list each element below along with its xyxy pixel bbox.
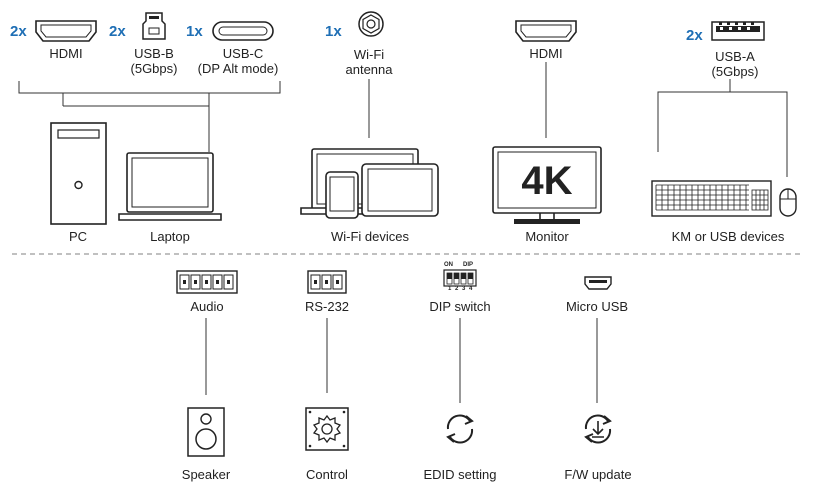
usb-b-port-icon <box>142 12 166 40</box>
hdmi-in-label: HDMI <box>49 46 83 61</box>
dip-number-4: 4 <box>469 286 473 292</box>
usb-a-label: USB-A <box>715 49 755 64</box>
rs232-terminal-block-icon <box>307 270 347 294</box>
laptop-icon <box>118 152 222 221</box>
usb-a-connector-line <box>657 79 788 177</box>
input-bracket-line <box>18 81 281 94</box>
micro-usb-label: Micro USB <box>565 299 629 314</box>
wifi-antenna-count: 1x <box>325 23 342 40</box>
hdmi-out-label: HDMI <box>529 46 563 61</box>
wifi-antenna-label: Wi-Fi <box>353 47 385 62</box>
edid-refresh-icon <box>446 414 474 444</box>
monitor-label: Monitor <box>525 229 569 244</box>
audio-label: Audio <box>190 299 224 314</box>
wifi-devices-icon <box>300 148 439 219</box>
usb-a-count: 2x <box>686 27 703 44</box>
mouse-icon <box>779 188 797 217</box>
audio-terminal-block-icon <box>176 270 238 294</box>
pc-label: PC <box>68 229 88 244</box>
dip-number-1: 1 <box>448 286 452 292</box>
edid-setting-label: EDID setting <box>423 467 497 482</box>
usb-b-sublabel: (5Gbps) <box>130 61 178 76</box>
fw-update-label: F/W update <box>564 467 632 482</box>
keyboard-icon <box>651 180 772 217</box>
usb-b-count: 2x <box>109 23 126 40</box>
hdmi-port-icon <box>35 20 97 42</box>
km-usb-devices-label: KM or USB devices <box>671 229 785 244</box>
hdmi-in-count: 2x <box>10 23 27 40</box>
usb-a-port-icon <box>711 21 765 41</box>
monitor-4k-text: 4K <box>521 159 573 203</box>
laptop-label: Laptop <box>150 229 190 244</box>
usb-a-sublabel: (5Gbps) <box>711 64 759 79</box>
dip-switch-icon: ON DIP 1 2 3 4 <box>443 262 477 294</box>
usb-c-port-icon <box>212 21 274 41</box>
rs232-label: RS-232 <box>304 299 350 314</box>
hdmi-out-port-icon <box>515 20 577 42</box>
pc-tower-icon <box>50 122 107 225</box>
wifi-devices-label: Wi-Fi devices <box>330 229 409 244</box>
usb-c-label: USB-C <box>222 46 264 61</box>
firmware-update-icon <box>584 414 612 444</box>
dip-on-label: ON <box>444 262 453 268</box>
monitor-icon <box>492 146 602 224</box>
speaker-label: Speaker <box>181 467 231 482</box>
wifi-antenna-sublabel: antenna <box>345 62 393 77</box>
wifi-antenna-port-icon <box>358 11 384 37</box>
micro-usb-port-icon <box>584 276 612 290</box>
usb-c-count: 1x <box>186 23 203 40</box>
laptop-connector-line <box>63 93 210 152</box>
control-label: Control <box>306 467 348 482</box>
usb-b-label: USB-B <box>134 46 174 61</box>
usb-c-sublabel: (DP Alt mode) <box>197 61 279 76</box>
dip-switch-label: DIP switch <box>429 299 491 314</box>
speaker-icon <box>187 407 225 457</box>
dip-dip-label: DIP <box>463 262 474 268</box>
control-icon <box>305 407 349 451</box>
dip-number-3: 3 <box>462 286 466 292</box>
dip-number-2: 2 <box>455 286 459 292</box>
